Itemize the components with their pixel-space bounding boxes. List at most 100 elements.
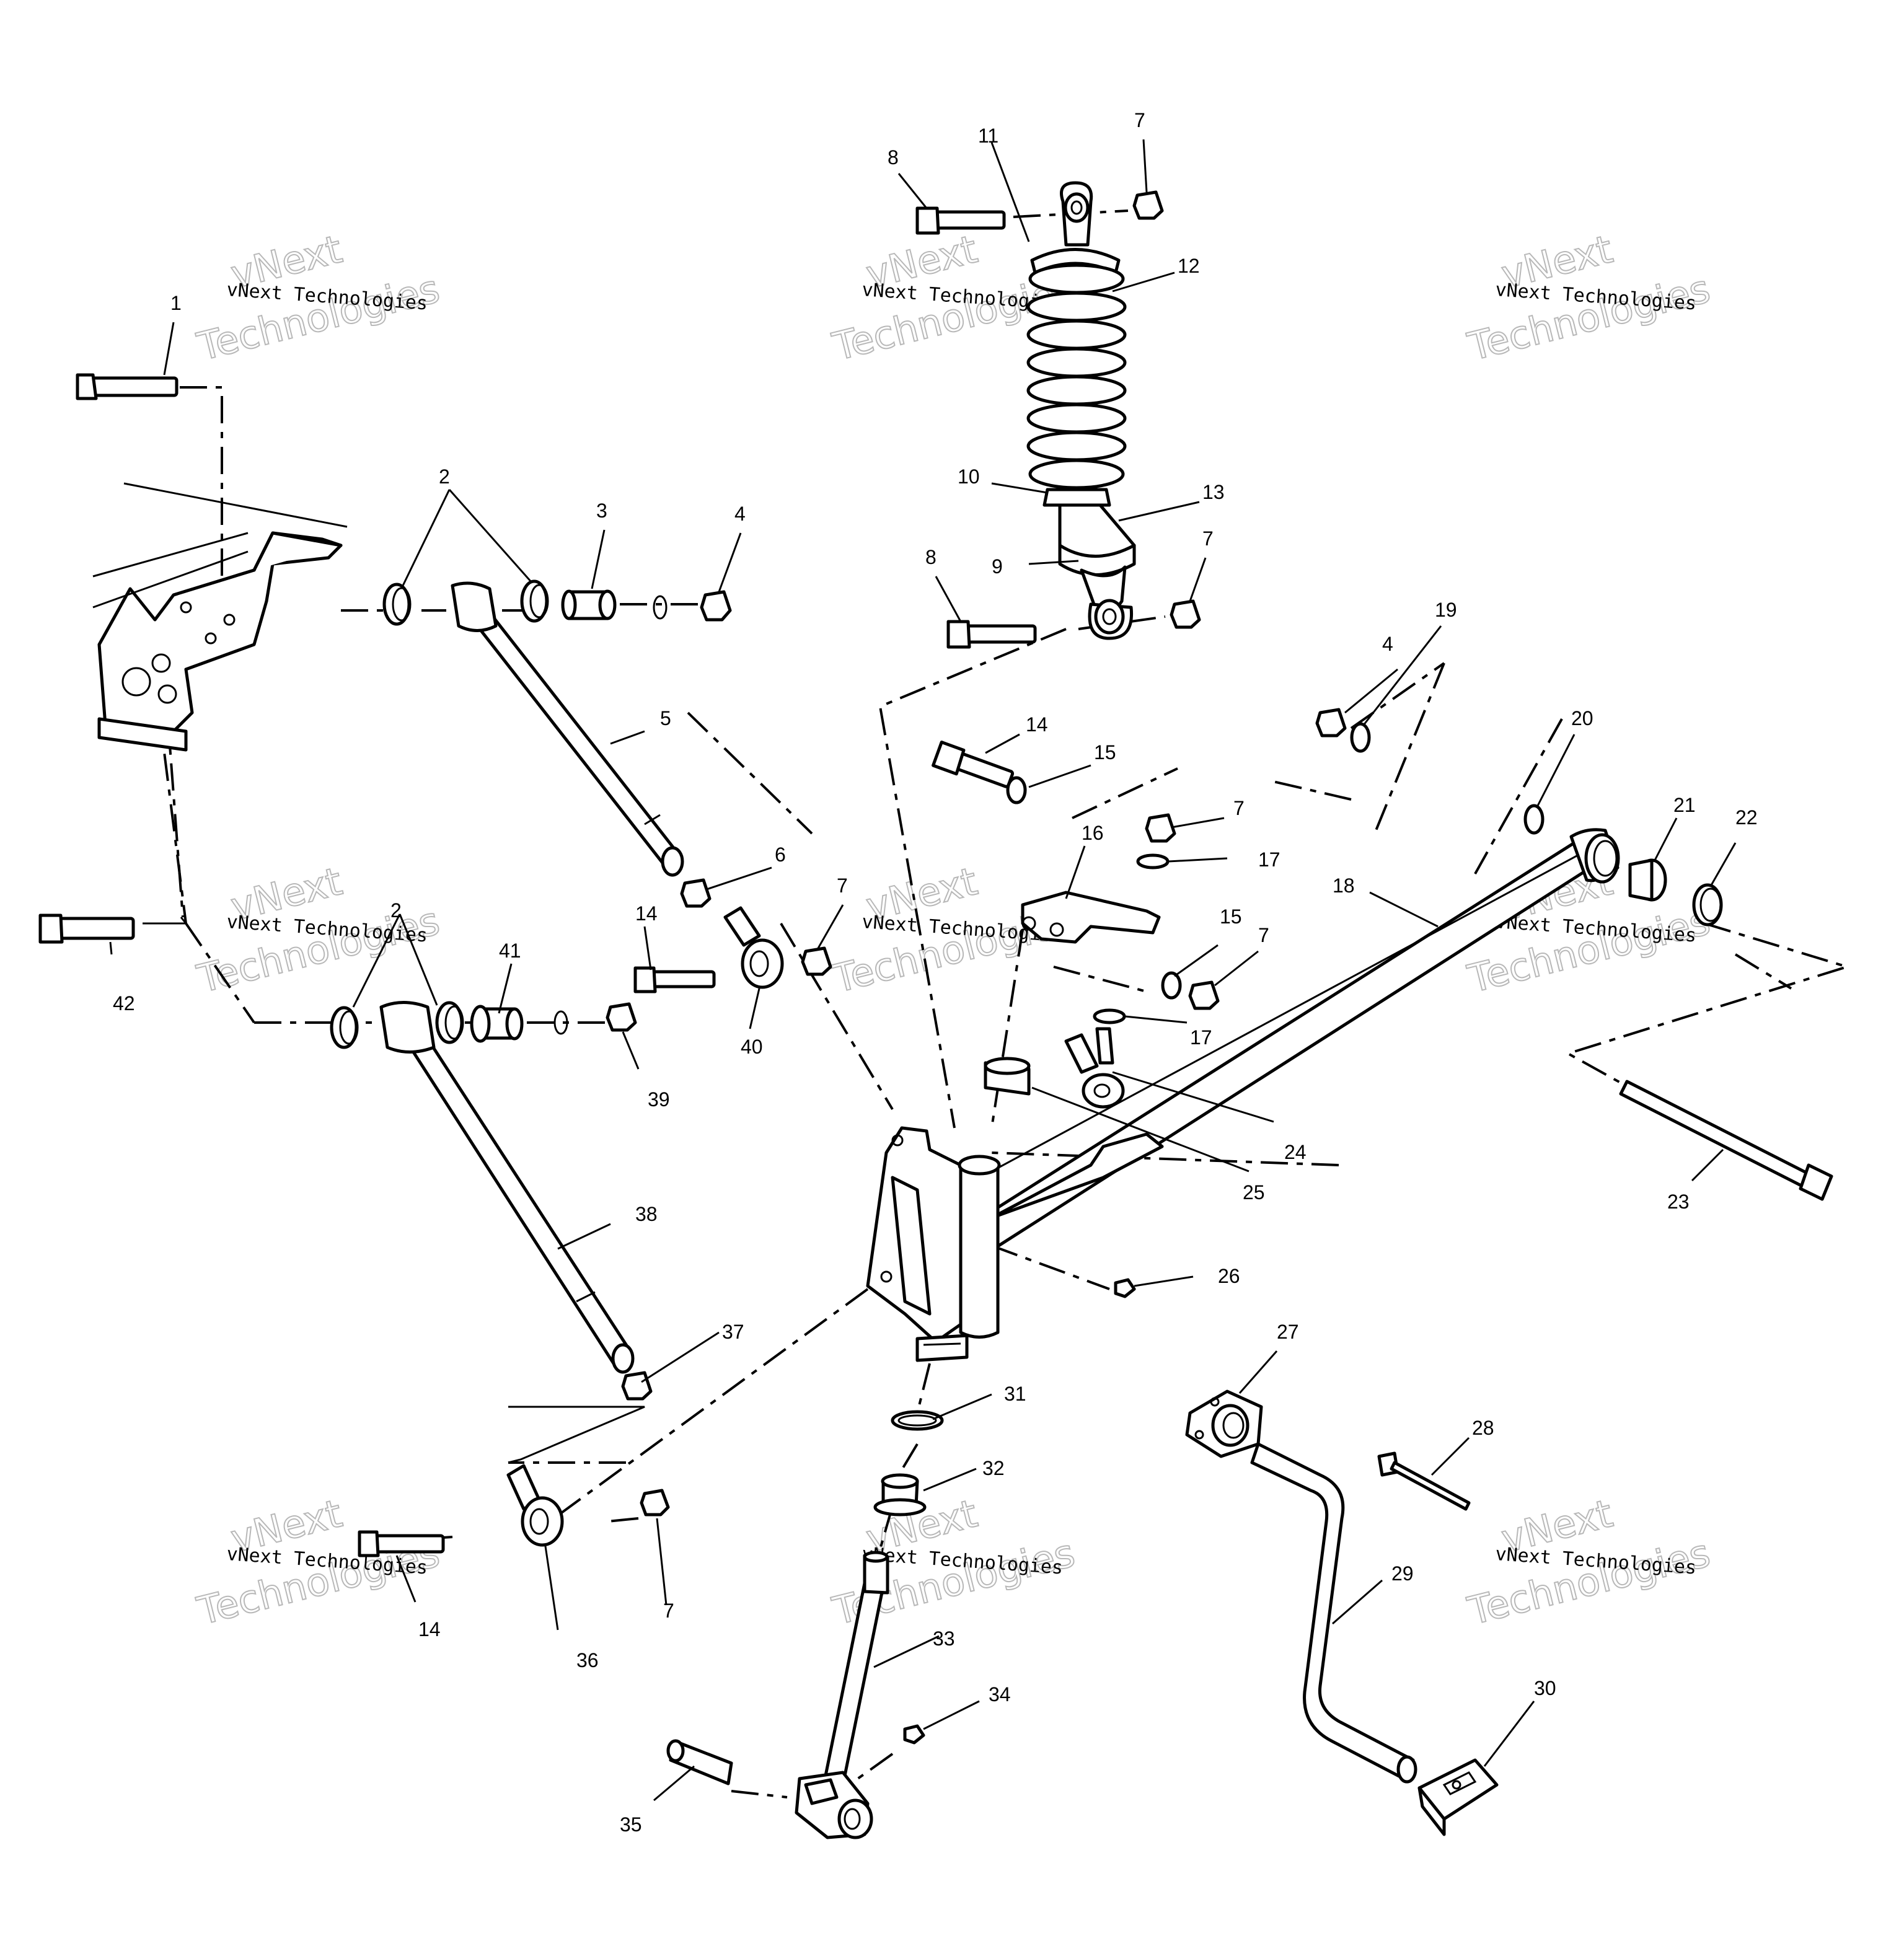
bushing-25 — [984, 1057, 1031, 1096]
sleeve-3 — [561, 589, 617, 620]
callout-30: 30 — [1534, 1677, 1556, 1699]
callout-10: 10 — [958, 465, 980, 488]
callout-32: 32 — [982, 1457, 1005, 1479]
callout-5: 5 — [660, 707, 671, 729]
callout-3: 3 — [596, 500, 607, 522]
washer-15-upper — [1006, 776, 1027, 804]
callout-41: 41 — [499, 940, 521, 962]
bushing-2-lower-left — [330, 1006, 359, 1049]
callout-7-lower: 7 — [663, 1600, 674, 1622]
washer-17-upper — [1136, 853, 1170, 869]
callout-9: 9 — [992, 555, 1003, 578]
callout-26: 26 — [1218, 1265, 1240, 1287]
callout-38: 38 — [635, 1203, 658, 1225]
callout-2-upper: 2 — [439, 465, 450, 488]
bolt-1 — [76, 373, 178, 400]
bolt-14-middle — [633, 966, 716, 993]
callout-12: 12 — [1178, 255, 1200, 277]
callout-11: 11 — [978, 125, 998, 147]
callout-labels: 1 2 2 3 4 4 5 6 7 7 7 7 7 7 8 8 9 10 11 … — [113, 109, 1758, 1836]
shock-absorber — [1026, 181, 1136, 640]
callout-15-upper: 15 — [1094, 741, 1116, 764]
bushing-32 — [873, 1473, 927, 1517]
washer-20 — [1523, 804, 1545, 835]
callout-25: 25 — [1243, 1181, 1265, 1204]
bolt-23 — [1619, 1080, 1833, 1201]
nut-7-bracket — [1145, 813, 1176, 843]
nut-7-shock-top — [1132, 190, 1164, 220]
callout-14-upper: 14 — [1026, 713, 1048, 736]
frame-bracket — [92, 482, 348, 752]
circlip-lower — [553, 1010, 568, 1035]
bushing-27 — [1185, 1389, 1263, 1458]
callout-33: 33 — [933, 1627, 955, 1650]
callout-27: 27 — [1277, 1321, 1299, 1343]
bolt-8-lower — [946, 620, 1037, 649]
callout-17-lower: 17 — [1190, 1026, 1212, 1049]
bushing-2-lower-right — [435, 1001, 464, 1044]
callout-39: 39 — [648, 1088, 670, 1111]
ball-joint-40 — [723, 906, 784, 989]
lower-a-arm — [379, 1001, 635, 1374]
callout-8-lower: 8 — [925, 546, 937, 568]
ball-stud-24 — [1064, 1027, 1125, 1109]
callout-35: 35 — [620, 1813, 642, 1836]
spindle-housing — [866, 1126, 1001, 1362]
callout-7-shock-bottom: 7 — [1202, 527, 1214, 550]
callout-7-mid: 7 — [837, 874, 848, 897]
grease-fitting-26 — [1114, 1278, 1136, 1298]
callout-16: 16 — [1082, 822, 1104, 844]
callout-19: 19 — [1435, 599, 1457, 621]
callout-17-upper: 17 — [1258, 848, 1280, 871]
washer-15-lower — [1161, 971, 1182, 1000]
callout-23: 23 — [1667, 1191, 1690, 1213]
circlip-upper — [653, 595, 668, 620]
callout-2-lower: 2 — [390, 899, 402, 922]
callout-42: 42 — [113, 992, 135, 1015]
clamp-30 — [1417, 1758, 1499, 1836]
callout-1: 1 — [170, 292, 182, 314]
callout-20: 20 — [1571, 707, 1593, 729]
bolt-14-lower — [358, 1530, 445, 1557]
nut-7-mid — [801, 946, 832, 976]
bushing-2-upper-left — [382, 583, 412, 626]
bushing-2-upper-right — [520, 579, 549, 623]
callout-6: 6 — [775, 843, 786, 866]
callout-36: 36 — [576, 1649, 599, 1671]
callout-8-upper: 8 — [888, 146, 899, 169]
bushings — [330, 579, 1723, 1785]
callout-14-lower: 14 — [418, 1618, 441, 1640]
ball-joint-36 — [506, 1464, 564, 1547]
callout-4-upper: 4 — [734, 503, 746, 525]
steering-post — [795, 1551, 889, 1839]
washer-19 — [1350, 722, 1371, 753]
nut-6 — [680, 878, 712, 908]
nut-4-upper — [700, 590, 732, 622]
callout-7-bracket: 7 — [1233, 797, 1245, 819]
assembly-lines — [143, 209, 1851, 1798]
callout-31: 31 — [1004, 1383, 1026, 1405]
callout-15-lower: 15 — [1220, 905, 1242, 928]
bolt-14-upper — [932, 741, 1015, 788]
callout-13: 13 — [1202, 481, 1225, 503]
pin-35 — [666, 1739, 733, 1785]
bolt-8-upper — [915, 206, 1006, 235]
nut-4-right — [1315, 708, 1347, 737]
nut-37 — [621, 1371, 653, 1401]
callout-28: 28 — [1472, 1417, 1494, 1439]
nut-7-shock-bottom — [1170, 599, 1201, 629]
stabilizer-bracket — [1021, 891, 1161, 944]
sleeve-41 — [470, 1005, 524, 1043]
callout-7-right: 7 — [1258, 924, 1269, 946]
callout-34: 34 — [989, 1683, 1011, 1706]
callout-7-shock-top: 7 — [1134, 109, 1145, 131]
link-28 — [1377, 1451, 1471, 1511]
stabilizer-bar — [1250, 1442, 1417, 1784]
nut-7-right — [1188, 980, 1220, 1010]
coil-spring — [1026, 263, 1127, 490]
nut-39 — [606, 1002, 637, 1032]
ring-22 — [1692, 883, 1723, 927]
nut-7-lower — [640, 1489, 670, 1517]
leader-lines — [109, 139, 1737, 1802]
